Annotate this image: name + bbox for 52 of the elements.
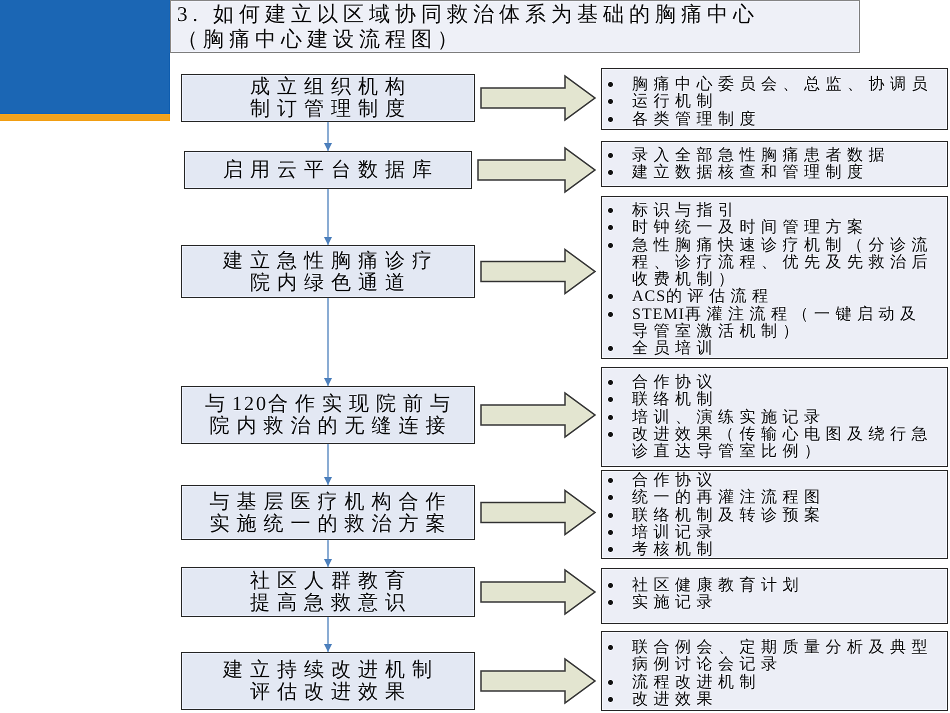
arrow xyxy=(324,122,332,151)
list-item: 联络机制 xyxy=(632,391,719,408)
block-arrow xyxy=(480,568,596,616)
process-box: 建立持续改进机制评估改进效果 xyxy=(181,652,475,710)
list-item: 合作协议 xyxy=(632,472,718,489)
list-item: 标识与指引 xyxy=(632,202,740,219)
list-item: 培训记录 xyxy=(632,524,719,541)
list-item: 建立数据核查和管理制度 xyxy=(632,164,870,182)
list-item: 运行机制 xyxy=(632,93,719,110)
block-arrow xyxy=(480,658,596,704)
list-item: 培训、演练实施记录 xyxy=(632,408,826,426)
list-item: 胸痛中心委员会、总监、协调员 xyxy=(632,76,934,93)
arrow xyxy=(324,617,332,652)
list-item: 联络机制及转诊预案 xyxy=(632,506,826,524)
block-arrow xyxy=(477,146,596,194)
process-box: 启用云平台数据库 xyxy=(184,151,472,189)
process-box: 社区人群教育提高急救意识 xyxy=(181,567,475,617)
list-item: 社区健康教育计划 xyxy=(632,577,805,594)
process-box: 建立急性胸痛诊疗院内绿色通道 xyxy=(181,245,475,298)
list-box xyxy=(601,568,948,624)
list-item: 考核机制 xyxy=(632,541,719,558)
list-item: 合作协议 xyxy=(632,374,719,391)
title-banner: 3. 如何建立以区域协同救治体系为基础的胸痛中心（胸痛中心建设流程图） xyxy=(170,0,860,53)
block-arrow xyxy=(480,74,596,122)
list-box xyxy=(601,367,948,467)
list-item: 改进效果 xyxy=(632,690,719,708)
list-item: 改进效果（传输心电图及绕行急诊直达导管室比例） xyxy=(632,426,934,460)
block-arrow xyxy=(480,489,596,536)
list-item: 全员培训 xyxy=(632,340,719,358)
block-arrow xyxy=(480,392,596,438)
block-arrow xyxy=(480,248,596,295)
list-box xyxy=(601,141,948,187)
arrow xyxy=(324,444,332,485)
list-box xyxy=(601,631,948,711)
list-item: 急性胸痛快速诊疗机制（分诊流程、诊疗流程、优先及先救治后收费机制） xyxy=(632,236,934,288)
list-item: ACS的评估流程 xyxy=(632,288,775,306)
arrow xyxy=(324,540,332,567)
list-box xyxy=(601,68,948,130)
list-item: 时钟统一及时间管理方案 xyxy=(632,219,870,236)
list-item: 各类管理制度 xyxy=(632,110,762,128)
process-box: 成立组织机构制订管理制度 xyxy=(181,74,475,122)
list-item: 实施记录 xyxy=(632,594,719,612)
list-item: 流程改进机制 xyxy=(632,674,762,691)
list-box xyxy=(601,196,948,359)
list-item: 联合例会、定期质量分析及典型病例讨论会记录 xyxy=(632,639,934,674)
list-box xyxy=(601,470,948,559)
arrow xyxy=(324,298,332,386)
process-box: 与基层医疗机构合作实施统一的救治方案 xyxy=(181,485,475,540)
arrow xyxy=(324,189,332,245)
list-item: 录入全部急性胸痛患者数据 xyxy=(632,147,891,164)
list-item: 统一的再灌注流程图 xyxy=(632,489,826,506)
list-item: STEMI再灌注流程（一键启动及导管室激活机制） xyxy=(632,306,922,340)
